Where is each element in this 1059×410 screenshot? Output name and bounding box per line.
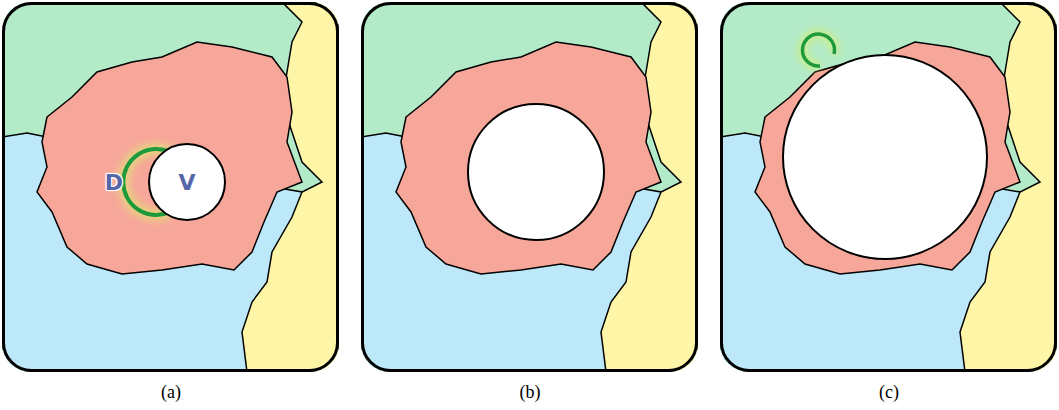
panel-c bbox=[720, 2, 1057, 372]
panel-caption: (a) bbox=[161, 382, 181, 403]
panel-caption: (c) bbox=[879, 382, 899, 403]
region-letter: D bbox=[105, 170, 123, 195]
green-arc bbox=[802, 34, 834, 66]
white-circle bbox=[783, 55, 987, 259]
node-letter: V bbox=[178, 170, 195, 195]
panel-caption: (b) bbox=[520, 382, 541, 403]
white-circle bbox=[468, 104, 604, 240]
panel-a bbox=[2, 2, 339, 372]
circle-node: V bbox=[147, 142, 227, 222]
panel-b bbox=[361, 2, 698, 372]
